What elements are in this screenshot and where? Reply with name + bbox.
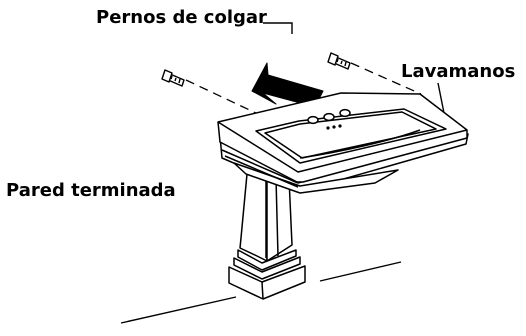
basin-bowl xyxy=(255,108,447,164)
overflow-holes xyxy=(326,124,342,130)
pedestal-base xyxy=(228,249,306,300)
basin-deck-edge xyxy=(217,121,468,173)
finished-wall-label: Pared terminada xyxy=(6,180,176,201)
alignment-guide-lines xyxy=(185,62,422,115)
lavatory-label: Lavamanos xyxy=(401,61,516,82)
hanger-bolt-left xyxy=(161,69,185,87)
faucet-holes xyxy=(307,108,351,125)
hanger-bolt-right xyxy=(327,52,351,70)
hanger-bolts-label: Pernos de colgar xyxy=(96,7,267,28)
floor-line xyxy=(120,261,402,324)
bolts-leader-line xyxy=(263,22,293,34)
